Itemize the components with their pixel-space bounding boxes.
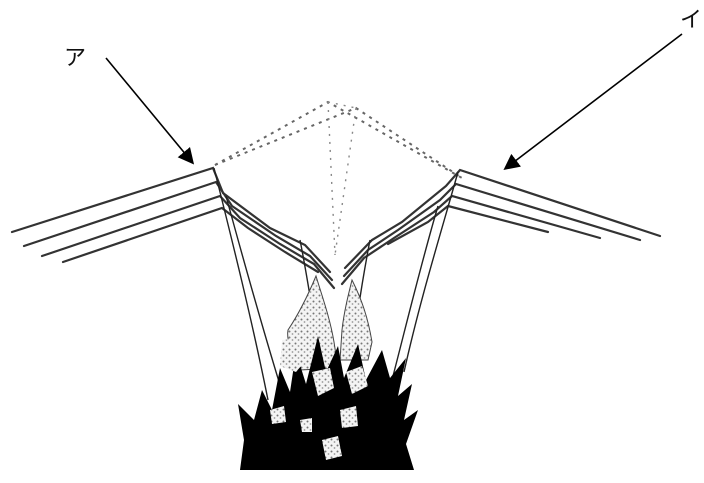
arrow-i	[506, 34, 682, 168]
right-flank-strata	[342, 170, 660, 284]
former-summit-outline	[215, 102, 462, 255]
arrow-a	[106, 58, 192, 162]
left-flank-strata	[12, 168, 334, 288]
